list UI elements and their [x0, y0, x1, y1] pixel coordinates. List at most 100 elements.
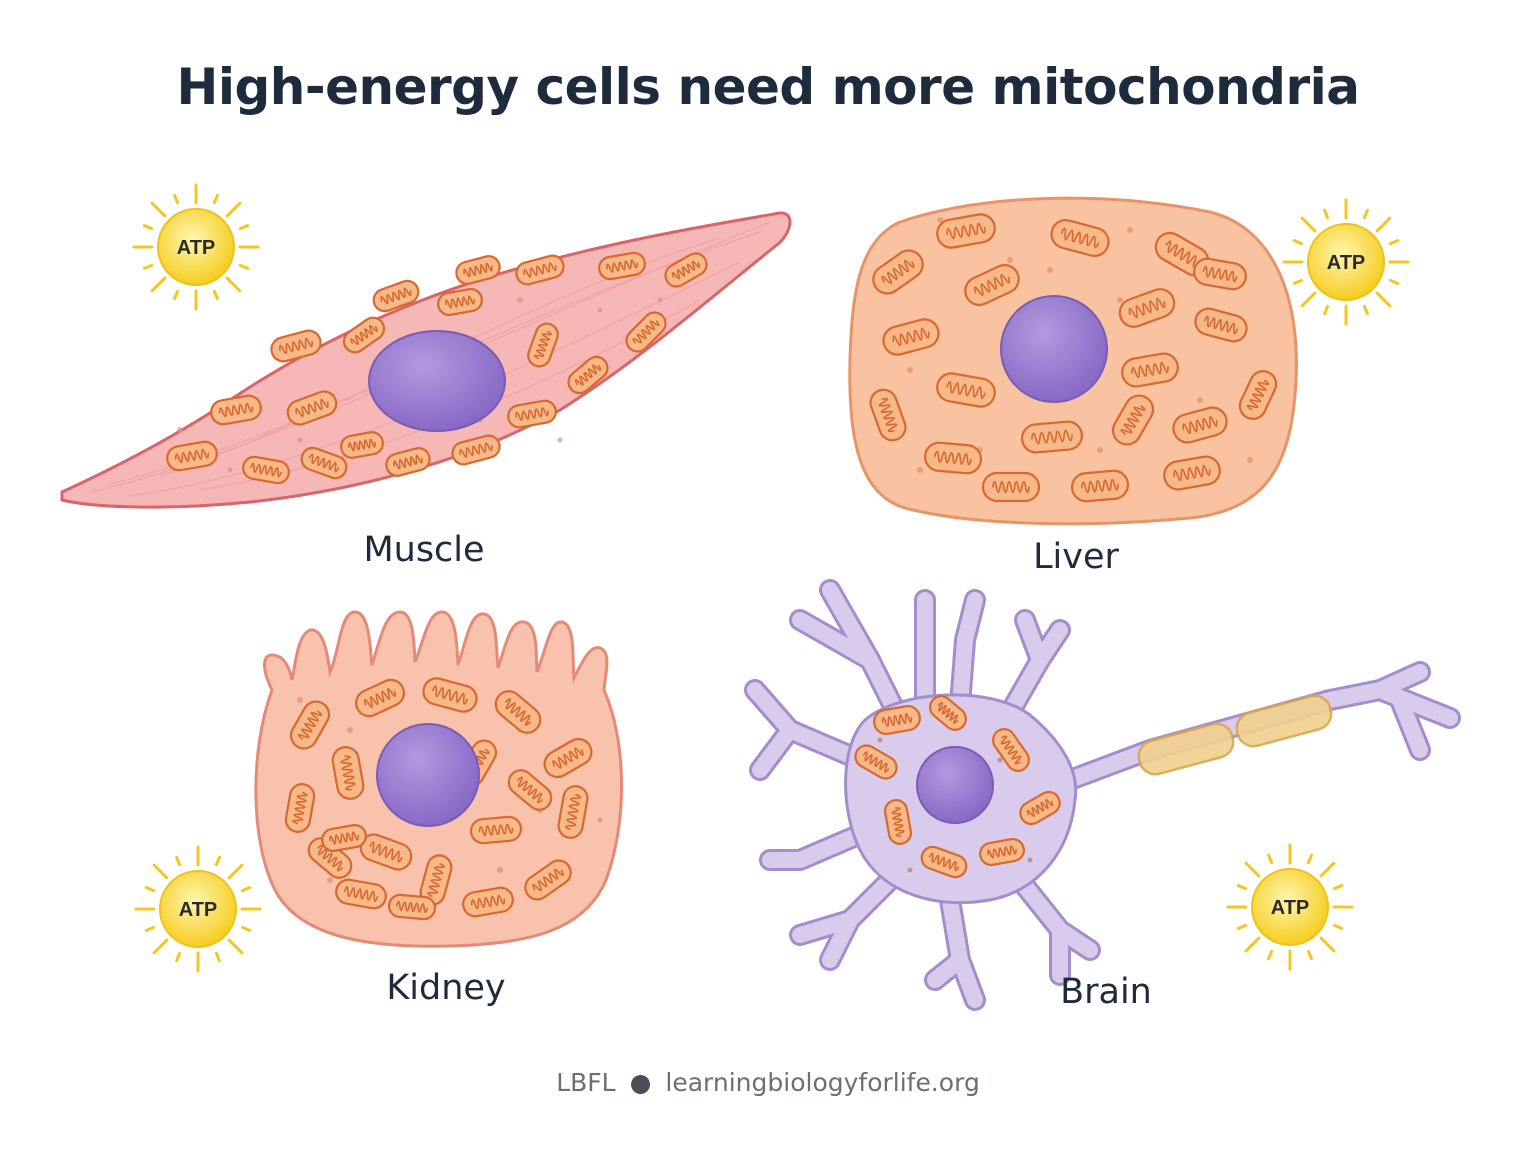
mitochondrion	[598, 251, 646, 281]
mitochondrion	[507, 399, 557, 429]
mitochondrion	[979, 837, 1025, 867]
mitochondrion	[331, 746, 365, 800]
mitochondrion	[1163, 455, 1221, 491]
mitochondrion	[289, 700, 331, 750]
granule	[1097, 447, 1103, 453]
mitochondrion	[387, 893, 437, 921]
mitochondrion	[557, 785, 589, 839]
mitochondrion	[527, 322, 559, 368]
mitochondrion	[1019, 790, 1061, 826]
granule	[597, 817, 603, 823]
mitochondrion	[372, 279, 420, 313]
granule	[297, 697, 303, 703]
mitochondrion	[321, 823, 367, 853]
liver-label: Liver	[1033, 537, 1119, 577]
granule	[1007, 257, 1013, 263]
atp-label: ATP	[1271, 897, 1310, 919]
mitochondrion	[1118, 288, 1176, 328]
mitochondrion	[437, 287, 483, 317]
mitochondrion	[451, 434, 501, 466]
mitochondrion	[1020, 420, 1084, 454]
mitochondrion	[524, 859, 572, 901]
mitochondrion	[422, 677, 478, 713]
mitochondrion	[882, 318, 940, 356]
granule	[297, 437, 303, 443]
mitochondrion	[873, 704, 921, 736]
liver-cell	[848, 196, 1298, 526]
granule	[657, 297, 663, 303]
granule	[907, 867, 913, 873]
mitochondrion	[869, 388, 907, 442]
mitochondrion	[462, 886, 514, 918]
mitochondrion	[929, 695, 967, 731]
mitochondrion	[355, 678, 405, 718]
mitochondrion	[242, 455, 290, 485]
mitochondrion	[335, 878, 387, 910]
muscle-mitochondria-group	[166, 251, 708, 485]
mitochondrion	[872, 249, 924, 295]
mitochondrion	[1238, 370, 1278, 420]
granule	[227, 467, 233, 473]
mitochondrion	[1070, 469, 1130, 503]
mitochondrion	[300, 446, 348, 480]
neuron-nucleus	[916, 746, 994, 824]
mitochondrion	[992, 728, 1030, 772]
granule	[877, 737, 883, 743]
mitochondrion	[342, 316, 386, 354]
granule	[937, 217, 943, 223]
brain-label: Brain	[1060, 972, 1152, 1012]
atp-sun-icon: ATP	[1282, 198, 1410, 326]
mitochondrion	[284, 783, 316, 833]
granule	[557, 437, 563, 443]
muscle-cell	[60, 211, 792, 509]
atp-sun-icon: ATP	[1226, 843, 1354, 971]
mitochondrion	[981, 471, 1041, 503]
mitochondrion	[455, 255, 501, 285]
footer-url: learningbiologyforlife.org	[665, 1068, 980, 1097]
footer-separator: ●	[629, 1068, 652, 1097]
granule	[1197, 397, 1203, 403]
mitochondrion	[1111, 394, 1155, 446]
granule	[1047, 267, 1053, 273]
mitochondrion	[920, 845, 968, 879]
granule	[997, 757, 1003, 763]
mitochondrion	[1172, 406, 1228, 444]
mitochondrion	[515, 254, 565, 286]
muscle-nucleus	[368, 330, 506, 432]
mitochondrion	[340, 431, 384, 459]
mitochondrion	[664, 252, 708, 288]
mitochondrion	[270, 329, 322, 363]
kidney-cell	[254, 610, 624, 948]
footer-credit: LBFL ● learningbiologyforlife.org	[0, 1068, 1536, 1097]
mitochondrion	[883, 799, 913, 845]
granule	[347, 727, 353, 733]
mitochondrion	[210, 394, 262, 426]
footer-brand: LBFL	[556, 1068, 616, 1097]
mitochondrion	[923, 441, 983, 475]
atp-sun-icon: ATP	[132, 183, 260, 311]
mitochondrion	[964, 263, 1020, 307]
mitochondrion	[1194, 307, 1248, 343]
mitochondrion	[1193, 257, 1247, 291]
liver-nucleus	[1000, 295, 1108, 403]
granule	[1127, 227, 1133, 233]
mitochondrion	[494, 690, 542, 734]
mitochondrion	[1050, 219, 1110, 257]
mitochondrion	[507, 769, 553, 811]
kidney-label: Kidney	[386, 968, 506, 1008]
mitochondrion	[166, 440, 218, 472]
mitochondrion	[625, 311, 667, 353]
granule	[1027, 857, 1033, 863]
muscle-label: Muscle	[363, 530, 485, 570]
neuron-cell	[744, 579, 1461, 1011]
granule	[177, 427, 183, 433]
granule	[597, 307, 603, 313]
liver-mitochondria-group	[869, 213, 1278, 503]
mitochondrion	[854, 744, 898, 780]
granule	[517, 297, 523, 303]
mitochondrion	[567, 355, 609, 395]
atp-label: ATP	[177, 237, 216, 259]
atp-sun-icon: ATP	[134, 845, 262, 973]
